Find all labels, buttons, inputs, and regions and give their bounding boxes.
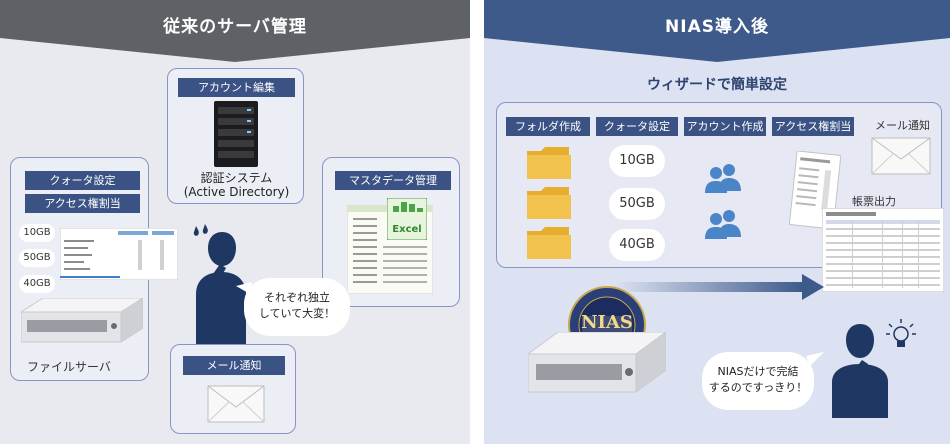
quota-pill-10gb: 10GB [19, 224, 55, 242]
folder-icon-3 [527, 227, 571, 259]
quota-pill-50gb: 50GB [19, 249, 55, 267]
wizard-subtitle: ウィザードで簡単設定 [647, 77, 787, 93]
quota-40gb-pill: 40GB [609, 229, 665, 261]
file-server-box: クォータ設定 アクセス権割当 10GB 50GB 40GB ファイルサーバ [10, 157, 149, 381]
account-edit-label: アカウント編集 [178, 78, 295, 97]
legacy-banner-shape [0, 0, 470, 62]
users-icon-1 [705, 164, 741, 193]
worried-person-icon [196, 232, 246, 344]
file-server-caption: ファイルサーバ [27, 360, 111, 374]
excel-icon [387, 198, 427, 240]
legacy-bubble-line1: それぞれ独立 [264, 291, 330, 304]
nias-banner-shape [484, 0, 950, 62]
legacy-panel: 従来のサーバ管理 アカウント編集 認証システム (Active Director… [0, 0, 470, 444]
wizard-envelope-icon [871, 137, 931, 175]
nias-banner: NIAS導入後 [484, 0, 950, 62]
satisfied-person-icon [832, 324, 888, 418]
account-box: アカウント編集 認証システム (Active Directory) [167, 68, 304, 204]
nias-bubble-line2: するのですっきり！ [708, 381, 808, 394]
wizard-box: フォルダ作成 クォータ設定 アカウント作成 アクセス権割当 10GB 50GB … [496, 102, 942, 268]
nias-panel: NIAS導入後 ウィザードで簡単設定 フォルダ作成 クォータ設定 アカウント作成… [484, 0, 950, 444]
legacy-bubble-tail [236, 282, 252, 294]
nias-logo-text: NIAS [581, 312, 633, 333]
nias-title: NIAS導入後 [665, 17, 769, 37]
lightbulb-icon [886, 319, 916, 347]
legacy-bubble-line2: していて大変！ [258, 307, 336, 320]
legacy-banner: 従来のサーバ管理 [0, 0, 470, 62]
sweat-drops-icon [193, 224, 208, 236]
nias-bubble-line1: NIASだけで完結 [717, 365, 799, 378]
active-directory-caption: (Active Directory) [183, 185, 290, 199]
step-quota-setting: クォータ設定 [596, 117, 678, 136]
master-data-box: マスタデータ管理 Excel [322, 157, 460, 307]
report-output-label: 帳票出力 [852, 195, 896, 208]
settings-screenshot-thumbnail [60, 228, 178, 280]
folder-icon-1 [527, 147, 571, 179]
quota-setting-label: クォータ設定 [25, 171, 140, 190]
envelope-icon [207, 385, 265, 423]
quota-pill-40gb: 40GB [19, 275, 55, 293]
wizard-mail-label: メール通知 [875, 119, 930, 132]
legacy-title: 従来のサーバ管理 [163, 17, 307, 37]
excel-label: Excel [392, 224, 422, 235]
step-account-create: アカウント作成 [684, 117, 766, 136]
access-rights-label: アクセス権割当 [25, 194, 140, 213]
nias-bubble-tail [806, 352, 824, 366]
quota-10gb-pill: 10GB [609, 145, 665, 177]
folder-icon-2 [527, 187, 571, 219]
users-icon-2 [705, 210, 741, 239]
report-document-icon [822, 208, 944, 292]
quota-50gb-pill: 50GB [609, 188, 665, 220]
file-server-device-icon [21, 298, 143, 343]
legacy-speech-bubble: それぞれ独立 していて大変！ [244, 278, 350, 336]
server-rack-icon [214, 101, 258, 167]
master-data-label: マスタデータ管理 [335, 171, 451, 190]
step-folder-create: フォルダ作成 [506, 117, 590, 136]
mail-box: メール通知 [170, 344, 296, 434]
flow-arrow-icon [614, 274, 824, 300]
step-access-rights: アクセス権割当 [772, 117, 854, 136]
nias-speech-bubble: NIASだけで完結 するのですっきり！ [702, 352, 814, 410]
mail-notify-label: メール通知 [183, 356, 285, 375]
nias-server-device-icon [528, 332, 666, 393]
auth-system-caption: 認証システム [200, 171, 273, 185]
